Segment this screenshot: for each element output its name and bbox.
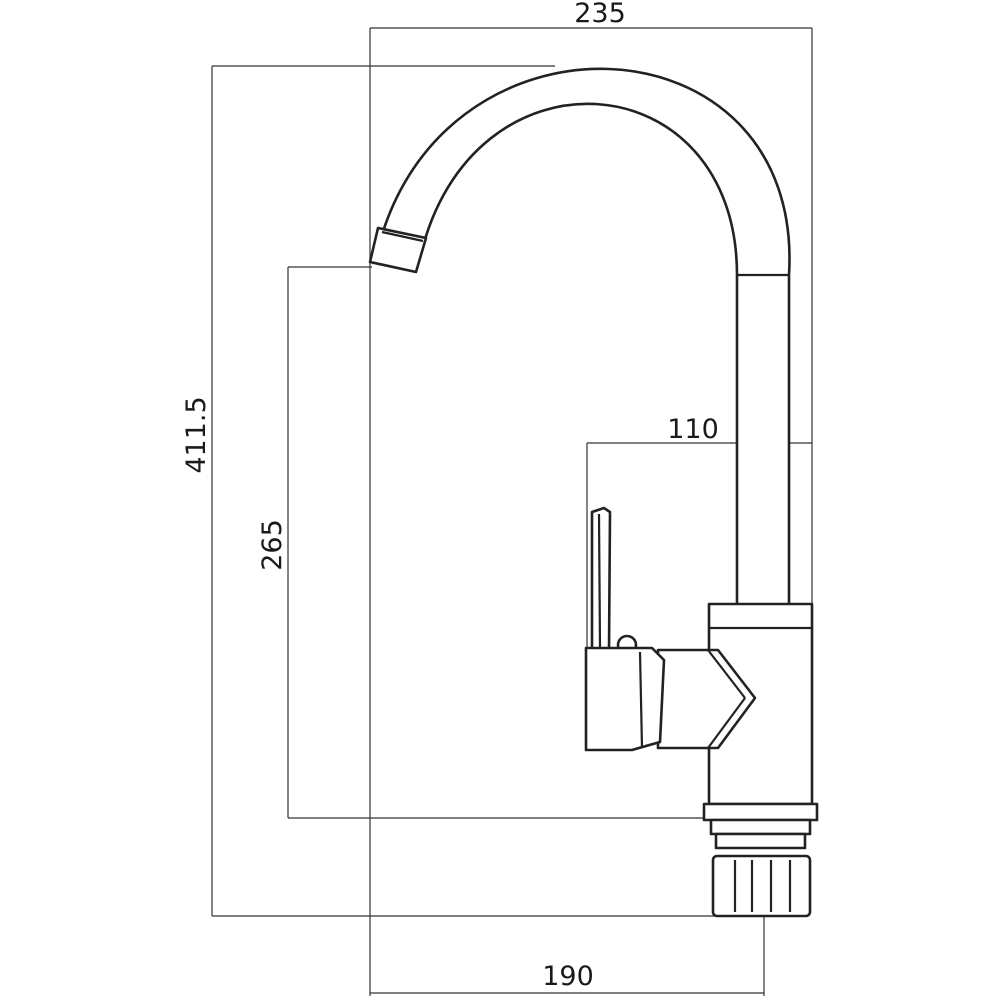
base-flange [702,802,819,850]
dim-label-spout-height: 265 [257,519,288,571]
dim-label-total-width: 235 [574,0,626,29]
dim-label-handle-offset: 110 [667,414,719,445]
faucet-spout [368,67,791,609]
mounting-nut [711,854,812,918]
dim-label-overall-height: 411.5 [181,396,212,473]
dim-label-spout-reach: 190 [542,961,594,992]
mixer-lever [584,506,757,752]
dimension-lines [211,27,813,996]
